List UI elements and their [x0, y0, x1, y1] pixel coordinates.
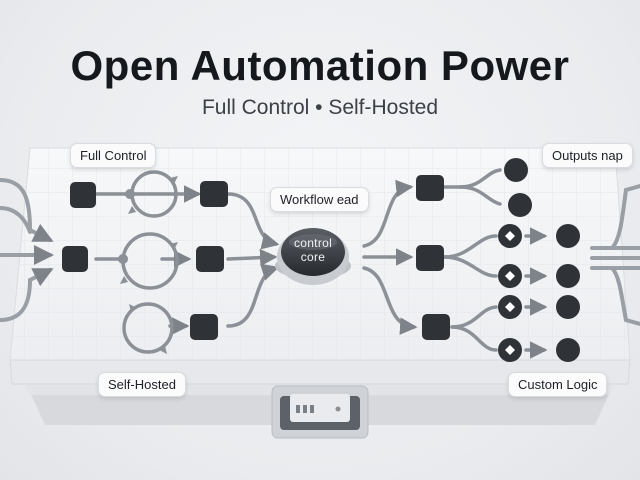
- output-node: [508, 193, 532, 217]
- tag-full-control: Full Control: [70, 143, 157, 168]
- core-label-line2: core: [300, 250, 326, 264]
- tag-custom-logic: Custom Logic: [508, 372, 608, 397]
- output-node: [504, 158, 528, 182]
- output-node: [556, 338, 580, 362]
- task-node: [422, 314, 450, 340]
- input-pipes: [0, 178, 54, 322]
- tag-self-hosted: Self-Hosted: [98, 372, 186, 397]
- output-pipes: [590, 184, 640, 326]
- task-node: [70, 182, 96, 208]
- output-nodes: [498, 158, 580, 362]
- page-title: Open Automation Power: [70, 42, 570, 89]
- output-node: [556, 295, 580, 319]
- page-subtitle: Full Control • Self-Hosted: [201, 96, 439, 119]
- control-core: [275, 228, 351, 285]
- tag-outputs: Outputs nap: [542, 143, 633, 168]
- tag-workflow: Workflow ead: [270, 187, 369, 212]
- core-label-line1: control: [293, 236, 333, 250]
- output-node: [556, 264, 580, 288]
- right-connectors: [362, 168, 548, 359]
- server-icon: [271, 385, 369, 439]
- task-node: [416, 175, 444, 201]
- task-node: [62, 246, 88, 272]
- task-node: [190, 314, 218, 340]
- loop-arrows: [118, 176, 178, 354]
- task-node: [200, 181, 228, 207]
- task-node: [416, 245, 444, 271]
- task-nodes: [62, 175, 450, 340]
- control-core-label: control core: [279, 236, 347, 264]
- task-node: [196, 246, 224, 272]
- output-node: [556, 224, 580, 248]
